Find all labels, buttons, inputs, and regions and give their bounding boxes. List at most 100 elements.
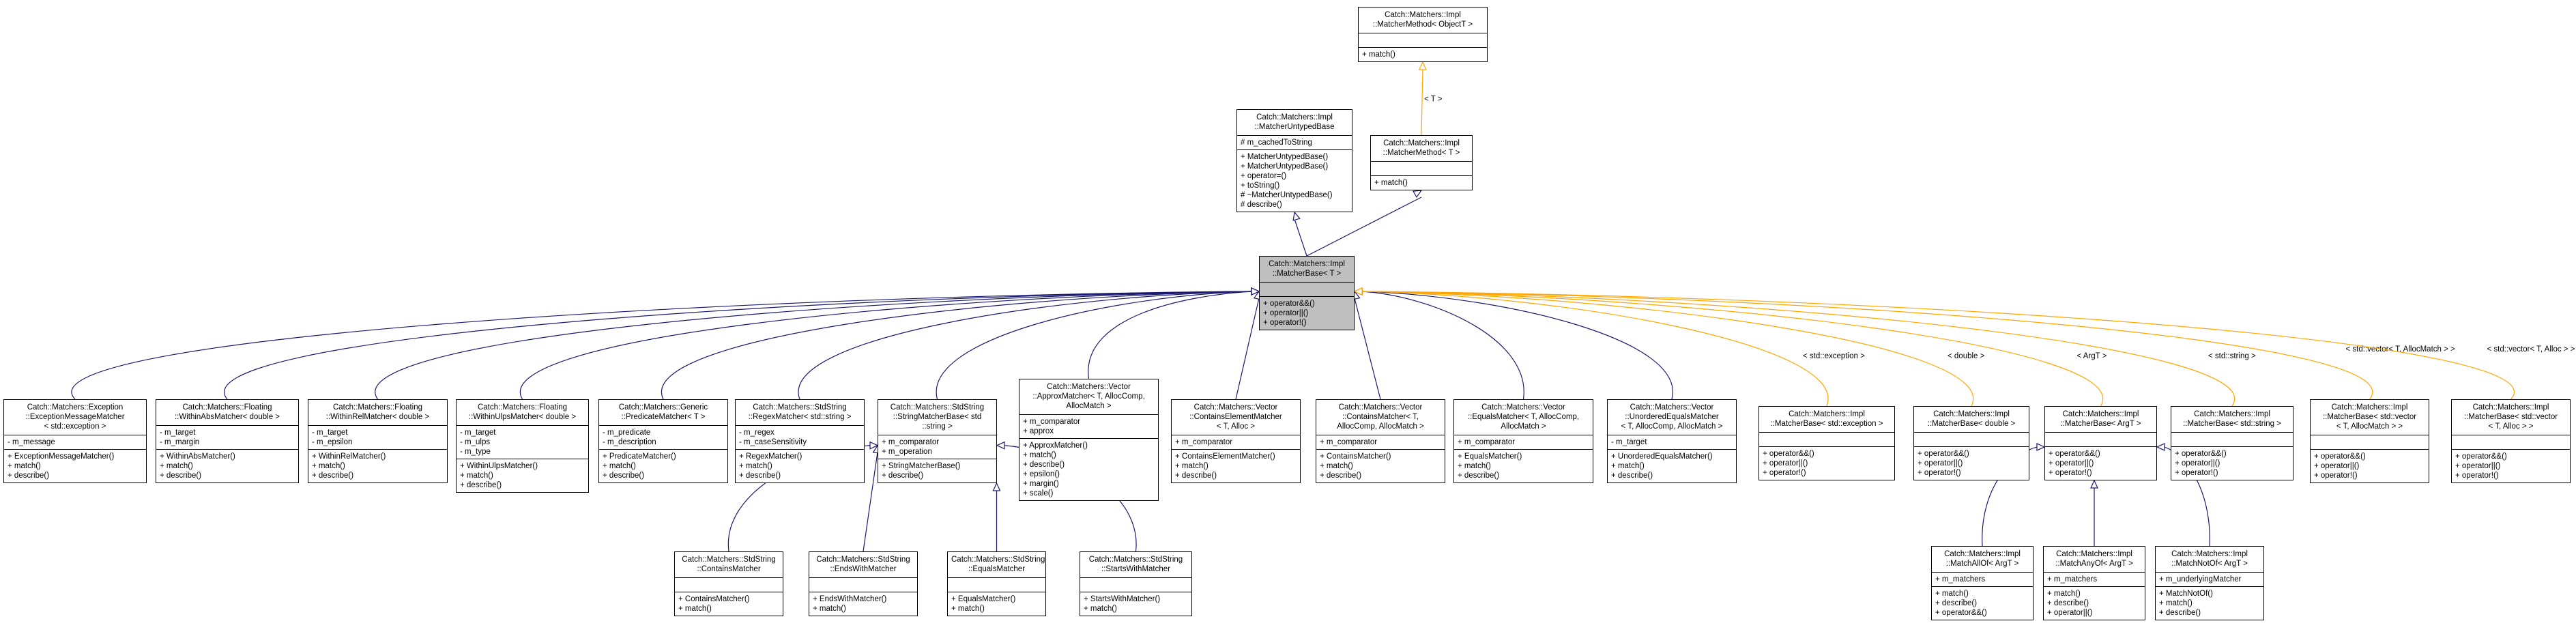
class-title: Catch::Matchers::Impl ::MatcherUntypedBa… — [1254, 113, 1335, 131]
class-node-within-rel-matcher[interactable]: Catch::Matchers::Floating ::WithinRelMat… — [308, 399, 448, 483]
method-section: + operator&&()+ operator||()+ operator!(… — [1260, 296, 1354, 330]
class-attribute: + m_operation — [882, 448, 932, 456]
class-node-matcher-base-double[interactable]: Catch::Matchers::Impl ::MatcherBase< dou… — [1913, 406, 2029, 480]
class-node-within-abs-matcher[interactable]: Catch::Matchers::Floating ::WithinAbsMat… — [156, 399, 299, 483]
class-node-starts-with-matcher[interactable]: Catch::Matchers::StdString ::StartsWithM… — [1080, 551, 1192, 616]
method-section: + ExceptionMessageMatcher()+ match()+ de… — [4, 449, 146, 482]
class-attribute: - m_target — [1611, 438, 1647, 446]
arrowhead — [2090, 479, 2098, 489]
class-method: + match() — [1362, 51, 1395, 59]
class-attribute: + m_matchers — [1935, 575, 1986, 583]
class-method: + match() — [1935, 590, 1969, 598]
class-node-ends-with-matcher[interactable]: Catch::Matchers::StdString ::EndsWithMat… — [809, 551, 918, 616]
class-method: + operator&&() — [1935, 609, 1987, 617]
arrowhead — [2156, 443, 2165, 451]
attribute-section — [1914, 432, 2029, 446]
class-method: + describe() — [1320, 472, 1362, 480]
method-section: + RegexMatcher()+ match()+ describe() — [736, 449, 864, 482]
class-node-match-all-of[interactable]: Catch::Matchers::Impl ::MatchAllOf< ArgT… — [1931, 546, 2034, 620]
method-section: + StartsWithMatcher()+ match() — [1080, 592, 1191, 616]
class-title: Catch::Matchers::Floating ::WithinAbsMat… — [174, 403, 280, 421]
class-title: Catch::Matchers::StdString ::StartsWithM… — [1088, 556, 1183, 573]
class-method: + match() — [678, 605, 712, 613]
class-title: Catch::Matchers::Impl ::MatcherBase< T > — [1269, 260, 1345, 278]
class-node-within-ulps-matcher[interactable]: Catch::Matchers::Floating ::WithinUlpsMa… — [456, 399, 589, 493]
class-method: + UnorderedEqualsMatcher() — [1611, 452, 1713, 461]
class-method: + operator!() — [2175, 469, 2218, 477]
class-method: + ExceptionMessageMatcher() — [8, 452, 115, 461]
class-method: + operator&&() — [2175, 450, 2227, 458]
method-section: + match()+ describe()+ operator||() — [2044, 586, 2145, 620]
class-node-matcher-method-t[interactable]: Catch::Matchers::Impl ::MatcherMethod< T… — [1370, 135, 1473, 190]
inheritance-edge — [1361, 291, 1673, 400]
class-node-matcher-base-t[interactable]: Catch::Matchers::Impl ::MatcherBase< T >… — [1259, 256, 1355, 330]
class-node-matcher-base-exception[interactable]: Catch::Matchers::Impl ::MatcherBase< std… — [1759, 406, 1895, 480]
class-node-matcher-untyped-base[interactable]: Catch::Matchers::Impl ::MatcherUntypedBa… — [1236, 109, 1352, 212]
method-section: + ContainsMatcher() + match() — [675, 592, 783, 616]
class-method: + ContainsElementMatcher() — [1175, 452, 1275, 461]
class-title: Catch::Matchers::Impl ::MatcherMethod< O… — [1372, 11, 1473, 29]
class-method: + describe() — [160, 472, 202, 480]
attribute-section — [2311, 435, 2429, 449]
class-method: # describe() — [1241, 201, 1282, 209]
method-section: + ContainsMatcher()+ match()+ describe() — [1316, 449, 1445, 482]
attribute-section — [1371, 161, 1472, 175]
class-node-matcher-base-string[interactable]: Catch::Matchers::Impl ::MatcherBase< std… — [2171, 406, 2293, 480]
class-method: + describe() — [603, 472, 645, 480]
class-node-exception-message-matcher[interactable]: Catch::Matchers::Exception ::ExceptionMe… — [3, 399, 147, 483]
class-attribute: - m_predicate — [603, 429, 651, 437]
inheritance-edge — [520, 291, 1253, 400]
class-title: Catch::Matchers::Generic ::PredicateMatc… — [618, 403, 708, 421]
class-node-regex-matcher[interactable]: Catch::Matchers::StdString ::RegexMatche… — [735, 399, 865, 483]
class-node-approx-matcher[interactable]: Catch::Matchers::Vector ::ApproxMatcher<… — [1019, 379, 1159, 501]
attribute-section: - m_target- m_ulps- m_type — [457, 425, 588, 459]
template-instantiation-edge — [1361, 291, 2235, 407]
template-argument-label: < ArgT > — [2077, 352, 2107, 360]
attribute-section — [1260, 282, 1354, 296]
class-method: + EqualsMatcher() — [951, 595, 1016, 603]
template-instantiation-edge — [1361, 291, 2515, 400]
attribute-section — [1359, 33, 1487, 47]
class-title: Catch::Matchers::Impl ::MatcherBase< Arg… — [2060, 410, 2141, 428]
class-title: Catch::Matchers::StdString ::RegexMatche… — [748, 403, 852, 421]
class-node-string-contains-matcher[interactable]: Catch::Matchers::StdString ::ContainsMat… — [674, 551, 783, 616]
class-method: + describe() — [1458, 472, 1500, 480]
class-method: + ContainsMatcher() — [678, 595, 750, 603]
class-attribute: + m_comparator — [882, 438, 940, 446]
class-method: + operator=() — [1241, 172, 1287, 180]
class-node-unordered-equals-matcher[interactable]: Catch::Matchers::Vector ::UnorderedEqual… — [1607, 399, 1737, 483]
method-section: + match() — [1359, 47, 1487, 61]
class-node-matcher-method-object-t[interactable]: Catch::Matchers::Impl ::MatcherMethod< O… — [1358, 7, 1488, 62]
attribute-section: + m_matchers — [1932, 572, 2033, 586]
arrowhead — [2036, 443, 2046, 451]
class-method: + epsilon() — [1023, 470, 1060, 478]
arrowhead — [869, 441, 879, 450]
class-node-matcher-base-vector-alloc[interactable]: Catch::Matchers::Impl ::MatcherBase< std… — [2451, 399, 2571, 483]
class-node-predicate-matcher[interactable]: Catch::Matchers::Generic ::PredicateMatc… — [598, 399, 728, 483]
class-node-matcher-base-argt[interactable]: Catch::Matchers::Impl ::MatcherBase< Arg… — [2044, 406, 2157, 480]
class-attribute: - m_ulps — [460, 438, 491, 446]
method-section: + MatcherUntypedBase()+ MatcherUntypedBa… — [1237, 149, 1352, 212]
attribute-section: - m_target- m_margin — [156, 425, 298, 449]
class-node-vector-equals-matcher[interactable]: Catch::Matchers::Vector ::EqualsMatcher<… — [1453, 399, 1593, 483]
class-node-contains-element-matcher[interactable]: Catch::Matchers::Vector ::ContainsElemen… — [1171, 399, 1301, 483]
inheritance-edge — [1361, 291, 1524, 400]
class-attribute: # m_cachedToString — [1241, 139, 1312, 147]
class-method: + match() — [312, 462, 345, 470]
class-node-matcher-base-vector-allocmatch[interactable]: Catch::Matchers::Impl ::MatcherBase< std… — [2310, 399, 2429, 483]
attribute-section: - m_target — [1608, 435, 1736, 449]
method-section: + WithinRelMatcher()+ match()+ describe(… — [308, 449, 447, 482]
template-argument-label: < T > — [1424, 96, 1443, 104]
class-node-string-matcher-base[interactable]: Catch::Matchers::StdString ::StringMatch… — [878, 399, 997, 483]
attribute-section — [2452, 435, 2570, 449]
attribute-section: - m_message — [4, 435, 146, 449]
method-section: + EqualsMatcher()+ match() — [948, 592, 1045, 616]
class-node-match-any-of[interactable]: Catch::Matchers::Impl ::MatchAnyOf< ArgT… — [2043, 546, 2145, 620]
attribute-section: + m_comparator — [1172, 435, 1300, 449]
class-node-match-not-of[interactable]: Catch::Matchers::Impl ::MatchNotOf< ArgT… — [2155, 546, 2264, 620]
class-node-string-equals-matcher[interactable]: Catch::Matchers::StdString ::EqualsMatch… — [947, 551, 1046, 616]
class-method: + operator!() — [2455, 472, 2499, 480]
class-title: Catch::Matchers::Vector ::EqualsMatcher<… — [1467, 403, 1580, 431]
class-node-vector-contains-matcher[interactable]: Catch::Matchers::Vector ::ContainsMatche… — [1316, 399, 1445, 483]
class-method: + operator!() — [2314, 472, 2358, 480]
